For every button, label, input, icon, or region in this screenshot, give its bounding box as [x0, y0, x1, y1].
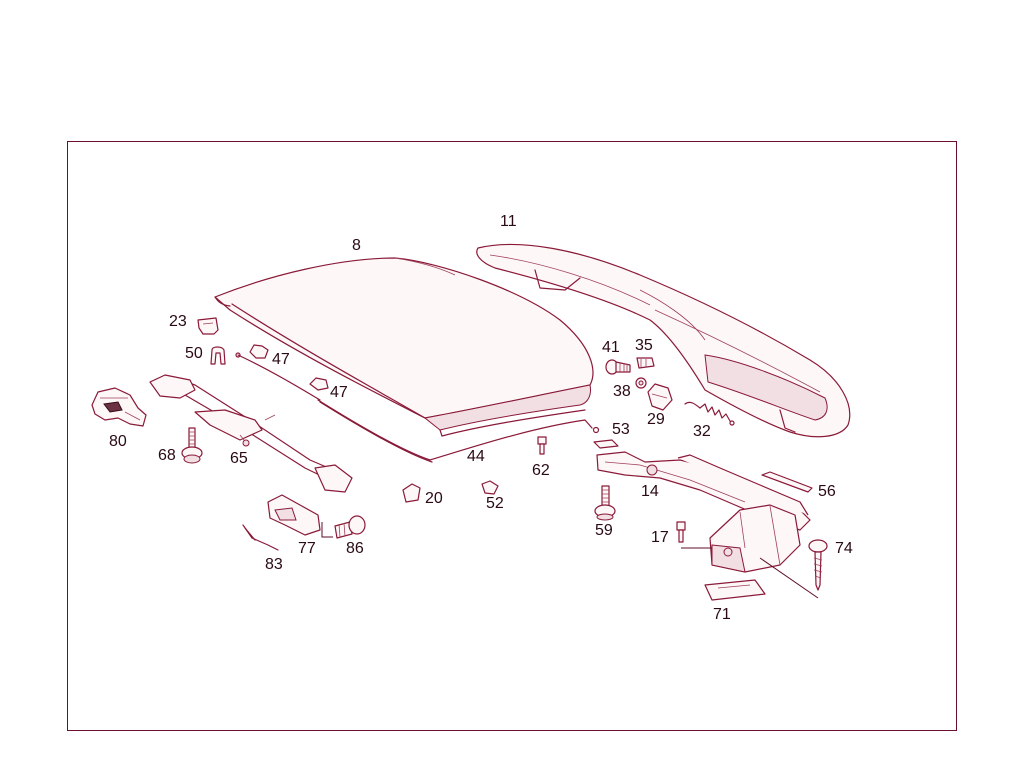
- label-part-65: 65: [230, 450, 248, 467]
- label-part-29: 29: [647, 411, 665, 428]
- label-part-32: 32: [693, 423, 711, 440]
- label-part-17: 17: [651, 529, 669, 546]
- label-part-80: 80: [109, 433, 127, 450]
- part-32-spring[interactable]: [684, 401, 735, 426]
- part-52-clip[interactable]: [481, 480, 499, 495]
- label-part-8: 8: [352, 237, 361, 254]
- part-50-bracket[interactable]: [210, 346, 226, 365]
- part-47-clip-upper[interactable]: [249, 344, 269, 359]
- part-53-bracket[interactable]: [593, 439, 619, 449]
- label-part-11: 11: [500, 213, 517, 230]
- label-part-41: 41: [602, 339, 620, 356]
- label-part-83: 83: [265, 556, 283, 573]
- part-8-roof-panel[interactable]: [214, 257, 594, 437]
- label-part-71: 71: [713, 606, 731, 623]
- cable-rod: [235, 352, 321, 401]
- part-38-washer[interactable]: [635, 377, 647, 389]
- label-part-35: 35: [635, 337, 653, 354]
- label-part-47-upper: 47: [272, 351, 290, 368]
- part-56-strip[interactable]: [761, 471, 813, 493]
- part-41-bolt[interactable]: [605, 359, 631, 375]
- part-86-bolt[interactable]: [334, 515, 366, 539]
- label-part-68: 68: [158, 447, 176, 464]
- diagram-frame: [67, 141, 957, 731]
- part-20-clip[interactable]: [402, 483, 421, 503]
- part-35-nut[interactable]: [636, 357, 655, 369]
- part-29-bracket[interactable]: [647, 383, 673, 411]
- hinge-body: [709, 504, 801, 573]
- label-part-53: 53: [612, 421, 630, 438]
- part-77-latch[interactable]: [267, 494, 333, 538]
- part-59-bolt[interactable]: [594, 485, 616, 521]
- label-part-56: 56: [818, 483, 836, 500]
- part-80-lock[interactable]: [91, 387, 147, 427]
- part-23-clip[interactable]: [197, 317, 219, 335]
- label-part-14: 14: [641, 483, 659, 500]
- label-part-59: 59: [595, 522, 613, 539]
- part-83-wire[interactable]: [242, 524, 279, 551]
- label-part-23: 23: [169, 313, 187, 330]
- label-part-47-lower: 47: [330, 384, 348, 401]
- part-62-bolt[interactable]: [537, 436, 547, 455]
- part-44-seal[interactable]: [317, 399, 600, 463]
- label-part-38: 38: [613, 383, 631, 400]
- label-part-20: 20: [425, 490, 443, 507]
- part-74-screw[interactable]: [759, 539, 828, 599]
- part-71-plate[interactable]: [704, 579, 766, 601]
- part-68-bolt[interactable]: [181, 427, 203, 464]
- label-part-86: 86: [346, 540, 364, 557]
- label-part-74: 74: [835, 540, 853, 557]
- part-65-linkage[interactable]: [149, 374, 353, 493]
- label-part-50: 50: [185, 345, 203, 362]
- label-part-62: 62: [532, 462, 550, 479]
- label-part-44: 44: [467, 448, 485, 465]
- part-11-rear-frame[interactable]: [476, 243, 851, 438]
- label-part-52: 52: [486, 495, 504, 512]
- part-47-clip-lower[interactable]: [309, 377, 329, 391]
- label-part-77: 77: [298, 540, 316, 557]
- part-17-bolt[interactable]: [676, 521, 712, 549]
